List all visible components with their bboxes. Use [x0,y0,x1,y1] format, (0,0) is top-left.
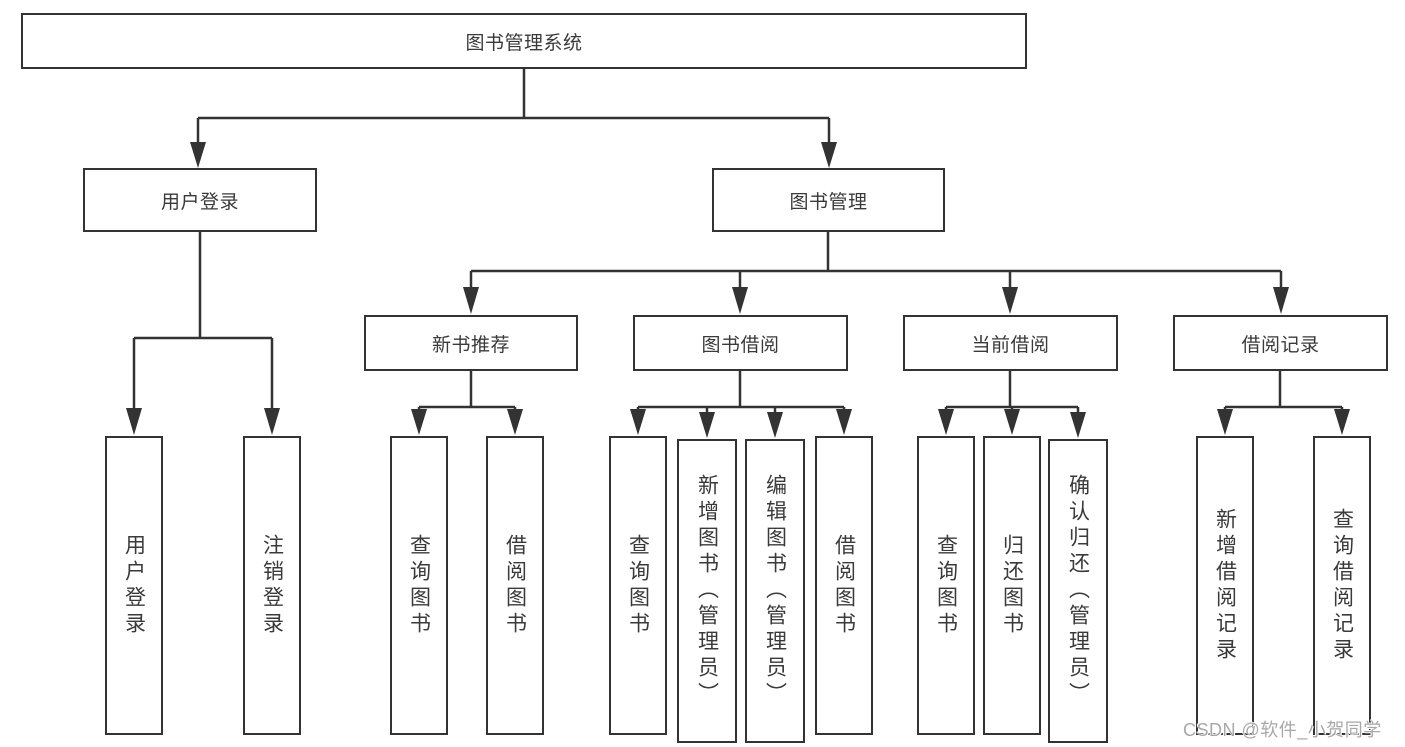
leaf-nb-query-books: 查询图书 [390,436,448,735]
arrowhead [938,409,954,435]
edges-current-borrow-to-leaves [938,371,1086,438]
arrowhead [190,142,206,168]
leaf-bb-borrow-books: 借阅图书 [815,436,873,735]
edges-book-borrow-to-leaves [630,371,852,438]
arrowhead [1002,287,1018,314]
arrowhead [1273,287,1289,314]
leaf-user-login: 用户登录 [105,436,163,735]
node-current-borrow: 当前借阅 [903,315,1118,371]
leaf-bb-query-books: 查询图书 [609,436,667,735]
leaf-bb-edit-books-admin: 编辑图书（管理员） [745,439,805,743]
arrowhead [507,409,523,435]
arrowhead [732,287,748,314]
arrowhead [411,409,427,435]
arrowhead [1070,412,1086,438]
node-borrow-records: 借阅记录 [1173,315,1388,371]
edges-user-login-to-leaves [126,232,280,435]
arrowhead [767,412,783,438]
arrowhead [699,412,715,438]
edges-root-to-level2 [190,69,837,168]
node-user-login: 用户登录 [83,168,317,232]
csdn-watermark: CSDN @软件_小贺同学 [1183,720,1382,740]
leaf-cb-return-books: 归还图书 [983,436,1041,735]
arrowhead [1334,409,1350,435]
arrowhead [1217,409,1233,435]
node-root: 图书管理系统 [21,13,1027,69]
arrowhead [463,287,479,314]
arrowhead [630,409,646,435]
arrowhead [126,408,142,435]
arrowhead [821,142,837,168]
edges-borrow-records-to-leaves [1217,371,1350,435]
leaf-br-add-record: 新增借阅记录 [1196,436,1254,735]
node-book-mgmt: 图书管理 [712,168,945,232]
node-book-borrow: 图书借阅 [633,315,848,371]
leaf-bb-add-books-admin: 新增图书（管理员） [677,439,737,743]
arrowhead [264,408,280,435]
leaf-br-query-record: 查询借阅记录 [1313,436,1371,735]
edges-new-book-rec-to-leaves [411,371,523,435]
leaf-nb-borrow-books: 借阅图书 [486,436,544,735]
leaf-cb-confirm-return-admin: 确认归还（管理员） [1048,439,1108,743]
leaf-logout: 注销登录 [243,436,301,735]
arrowhead [836,409,852,435]
edges-book-mgmt-to-level3 [463,232,1289,314]
leaf-cb-query-books: 查询图书 [917,436,975,735]
node-new-book-rec: 新书推荐 [364,315,578,371]
arrowhead [1004,409,1020,435]
